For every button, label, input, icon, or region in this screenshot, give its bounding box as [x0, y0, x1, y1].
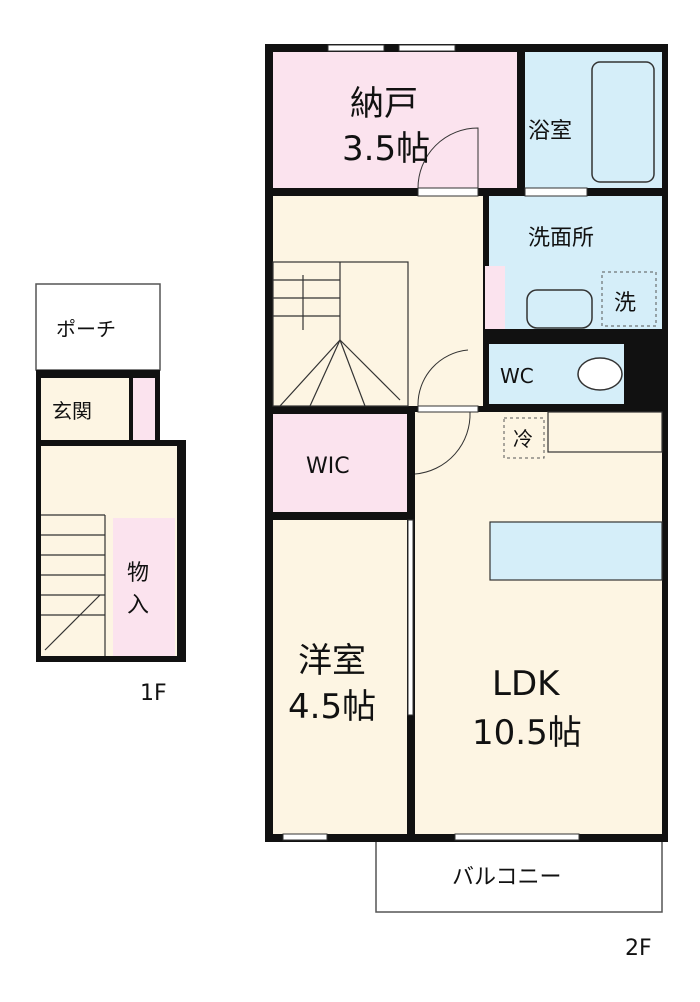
window [454, 833, 580, 841]
closet-label: 納戸 [350, 84, 418, 124]
storage-label-2: 入 [127, 593, 149, 618]
floor-2 [265, 44, 668, 913]
ldk-label: LDK [492, 664, 561, 704]
window [282, 833, 328, 841]
balcony [375, 837, 663, 913]
washroom-label: 洗面所 [528, 226, 594, 251]
door-opening [417, 405, 479, 413]
storage-label-1: 物 [127, 561, 149, 586]
window [327, 44, 385, 52]
ldk-size: 10.5帖 [472, 713, 582, 753]
bath-label: 浴室 [528, 119, 572, 144]
counter-top [547, 411, 663, 453]
sink [526, 289, 593, 329]
entrance-label: 玄関 [52, 399, 92, 423]
closet-room [273, 52, 517, 188]
entrance [41, 378, 129, 440]
sliding-door [407, 519, 414, 716]
porch [35, 283, 161, 371]
western-label: 洋室 [298, 641, 366, 681]
closet-size: 3.5帖 [342, 129, 430, 169]
porch-label: ポーチ [56, 317, 116, 341]
fridge-label: 冷 [513, 427, 533, 451]
shoe-cabinet [133, 378, 155, 440]
door-swing [417, 349, 469, 407]
wc-label: WC [500, 364, 534, 388]
bathtub [591, 61, 655, 183]
door-swing [417, 127, 479, 189]
hall [273, 196, 483, 406]
ldk-room [415, 412, 662, 834]
door-swing [414, 411, 471, 475]
balcony-label: バルコニー [452, 865, 562, 890]
door-opening [524, 187, 588, 197]
washer-label: 洗 [614, 291, 636, 316]
floor-1 [35, 283, 186, 662]
window [398, 44, 456, 52]
door-opening [417, 187, 479, 197]
wic-room [273, 414, 407, 512]
staircase [272, 261, 409, 407]
western-size: 4.5帖 [288, 687, 376, 727]
western-room [273, 520, 407, 834]
kitchen-counter [489, 521, 663, 581]
washer-space [601, 271, 657, 327]
toilet [577, 357, 623, 391]
floor-2-label: 2F [625, 936, 652, 961]
shelf [485, 266, 505, 329]
floor-1-label: 1F [140, 681, 167, 706]
storage [113, 518, 175, 656]
fridge-space [503, 417, 545, 459]
wic-label: WIC [306, 454, 350, 479]
staircase [41, 514, 106, 656]
